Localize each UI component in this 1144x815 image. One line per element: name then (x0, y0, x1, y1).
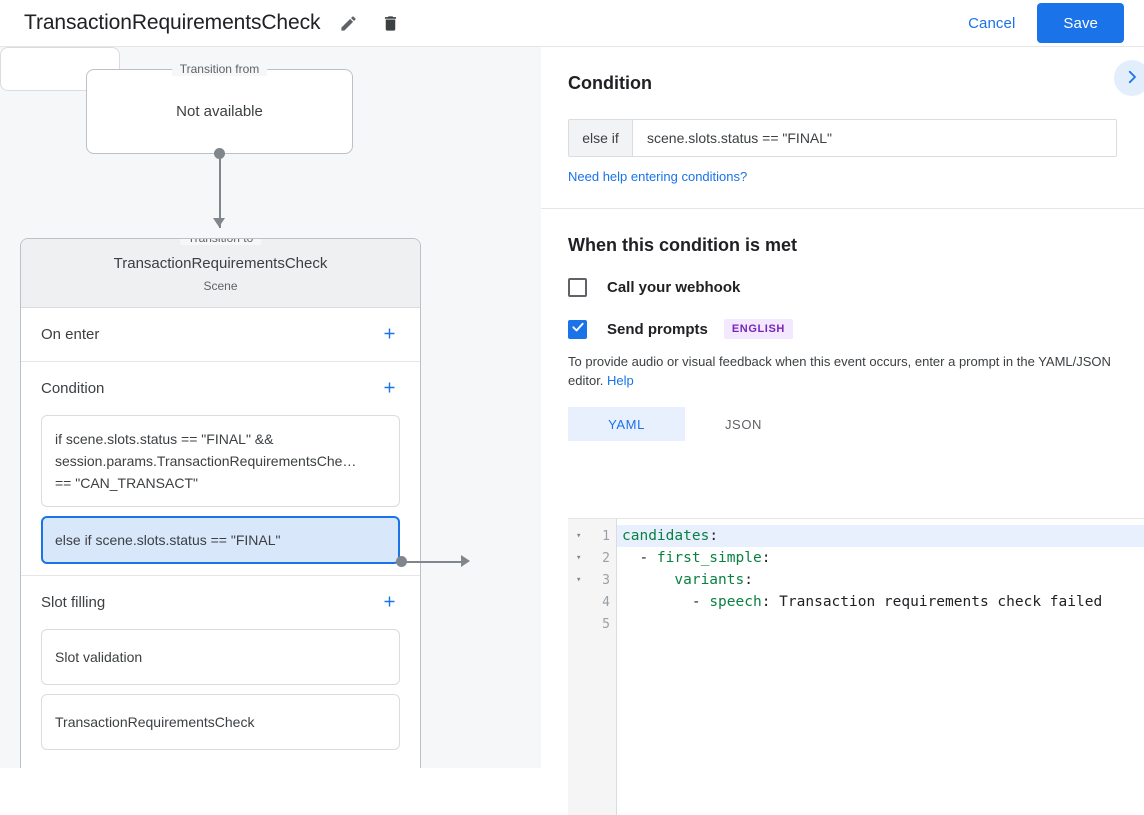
line-number: 4 (602, 594, 610, 610)
fold-toggle-icon[interactable]: ▾ (576, 531, 582, 541)
condition-expression-input[interactable] (633, 120, 1116, 156)
pencil-icon (339, 14, 358, 33)
send-prompts-label: Send prompts (607, 320, 708, 338)
slot-filling-item[interactable]: TransactionRequirementsCheck (41, 694, 400, 750)
section-divider (541, 208, 1144, 209)
slot-filling-item[interactable]: Slot validation (41, 629, 400, 685)
editor-format-tabs: YAML JSON (568, 407, 1117, 441)
plus-icon (381, 379, 398, 399)
cancel-button[interactable]: Cancel (956, 7, 1027, 40)
transition-from-legend: Transition from (171, 62, 268, 76)
transition-from-node[interactable]: Transition from Not available (86, 62, 353, 154)
tab-yaml[interactable]: YAML (568, 407, 685, 441)
add-on-enter-button[interactable] (378, 324, 400, 346)
scene-section-title-condition: Condition (41, 380, 105, 397)
trash-icon (381, 14, 400, 33)
editor-code-line[interactable]: - first_simple: (622, 550, 771, 566)
condition-section: Condition else if Need help entering con… (541, 47, 1144, 186)
scene-section-title-on-enter: On enter (41, 326, 100, 343)
scene-section-on-enter: On enter (21, 308, 420, 362)
send-prompts-description: To provide audio or visual feedback when… (568, 352, 1117, 390)
tab-json[interactable]: JSON (685, 407, 802, 441)
delete-button[interactable] (376, 9, 404, 37)
scene-section-header: Condition (41, 362, 400, 415)
when-met-heading: When this condition is met (568, 235, 797, 255)
connector-arrowhead-right (461, 555, 470, 567)
send-prompts-checkbox-row[interactable]: Send prompts ENGLISH (568, 319, 1117, 339)
condition-item[interactable]: if scene.slots.status == "FINAL" && sess… (41, 415, 400, 507)
fold-toggle-icon[interactable]: ▾ (576, 553, 582, 563)
scene-section-header: On enter (41, 308, 400, 361)
editor-code-area[interactable]: candidates: - first_simple: variants: - … (617, 519, 1144, 815)
send-prompts-checkbox[interactable] (568, 319, 587, 339)
expand-panel-button[interactable] (1114, 60, 1144, 96)
save-button[interactable]: Save (1037, 3, 1124, 43)
line-number: 5 (602, 616, 610, 632)
editor-code-line[interactable]: variants: (674, 572, 753, 588)
top-app-bar: TransactionRequirementsCheck Cancel Save (0, 0, 1144, 47)
transition-from-value: Not available (176, 103, 263, 120)
scene-section-header: Slot filling (41, 576, 400, 629)
connector-condition-dot (396, 556, 407, 567)
scene-section-condition: Condition if scene.slots.status == "FINA… (21, 362, 420, 576)
scene-name: TransactionRequirementsCheck (113, 255, 328, 272)
plus-icon (381, 593, 398, 613)
when-condition-met-section: When this condition is met Call your web… (541, 209, 1144, 441)
scene-card-header: TransactionRequirementsCheck Scene (21, 239, 420, 308)
condition-item-selected[interactable]: else if scene.slots.status == "FINAL" (41, 516, 400, 564)
flow-canvas[interactable]: Transition from Not available Transition… (0, 47, 541, 768)
editor-code-line[interactable]: - speech: Transaction requirements check… (622, 594, 1103, 610)
add-condition-button[interactable] (378, 378, 400, 400)
add-slot-filling-button[interactable] (378, 592, 400, 614)
transition-to-legend: Transition to (179, 239, 262, 245)
help-link[interactable]: Help (607, 373, 634, 388)
editor-gutter-line: ▾2 (568, 547, 616, 569)
editor-gutter-line: 5 (568, 613, 616, 635)
language-badge: ENGLISH (723, 319, 793, 339)
editor-code-line[interactable] (617, 613, 1144, 635)
editor-gutter-line: ▾3 (568, 569, 616, 591)
line-number: 3 (602, 572, 610, 588)
condition-heading: Condition (568, 73, 652, 93)
webhook-label: Call your webhook (607, 279, 741, 296)
checkmark-icon (571, 320, 585, 339)
scene-type: Scene (203, 279, 238, 293)
scene-section-title-slot-filling: Slot filling (41, 594, 106, 611)
scene-section-slot-filling: Slot filling Slot validation Transaction… (21, 576, 420, 761)
line-number: 1 (602, 528, 610, 544)
line-number: 2 (602, 550, 610, 566)
connector-line-horizontal (402, 561, 464, 563)
chevron-right-icon (1123, 68, 1141, 89)
edit-title-button[interactable] (334, 9, 362, 37)
webhook-checkbox-row[interactable]: Call your webhook (568, 278, 1117, 297)
plus-icon (381, 325, 398, 345)
webhook-checkbox[interactable] (568, 278, 587, 297)
condition-help-link[interactable]: Need help entering conditions? (568, 169, 748, 184)
connector-source-dot (214, 148, 225, 159)
transition-to-node[interactable]: Transition to TransactionRequirementsChe… (20, 238, 421, 768)
main-content: Transition from Not available Transition… (0, 47, 1144, 815)
editor-code-line[interactable]: candidates: (617, 525, 1144, 547)
fold-toggle-icon[interactable]: ▾ (576, 575, 582, 585)
condition-field-row: else if (568, 119, 1117, 157)
editor-gutter-line: ▾1 (568, 525, 616, 547)
page-title: TransactionRequirementsCheck (24, 11, 321, 34)
connector-arrowhead-down (213, 218, 225, 227)
description-text: To provide audio or visual feedback when… (568, 354, 1111, 388)
connector-line-vertical (219, 154, 221, 228)
condition-operator-chip[interactable]: else if (569, 120, 633, 156)
editor-gutter-line: 4 (568, 591, 616, 613)
